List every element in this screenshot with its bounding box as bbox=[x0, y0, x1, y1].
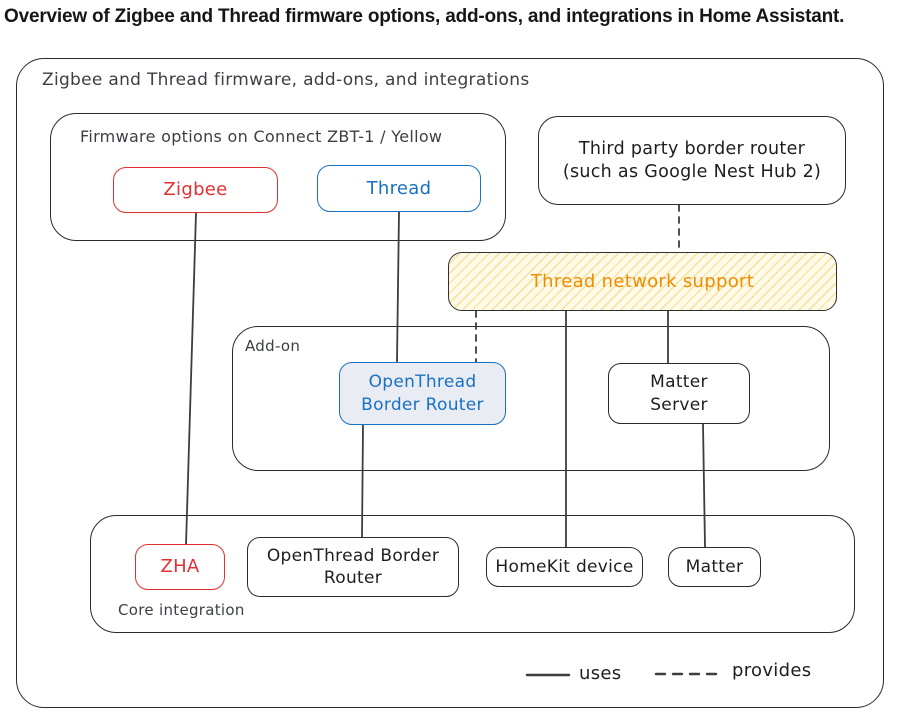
node-third-party-border-router: Third party border router (such as Googl… bbox=[538, 116, 846, 205]
addon-group-label: Add-on bbox=[245, 337, 301, 355]
page-title: Overview of Zigbee and Thread firmware o… bbox=[4, 6, 845, 27]
node-thread-network-support: Thread network support bbox=[448, 252, 837, 311]
outer-group-label: Zigbee and Thread firmware, add-ons, and… bbox=[42, 70, 530, 90]
outer-group-box bbox=[16, 58, 884, 708]
node-matter-server: Matter Server bbox=[608, 363, 750, 424]
node-zha-core: ZHA bbox=[135, 544, 225, 590]
legend-uses-label: uses bbox=[579, 663, 622, 684]
firmware-group-box bbox=[50, 113, 506, 241]
node-homekit-device-core: HomeKit device bbox=[486, 547, 643, 587]
node-otbr-core: OpenThread Border Router bbox=[247, 537, 459, 597]
node-otbr-addon: OpenThread Border Router bbox=[339, 362, 506, 425]
core-group-label: Core integration bbox=[118, 601, 245, 619]
legend-provides-label: provides bbox=[732, 660, 812, 681]
node-thread-firmware: Thread bbox=[317, 165, 481, 212]
node-zigbee-firmware: Zigbee bbox=[113, 167, 278, 213]
firmware-group-label: Firmware options on Connect ZBT-1 / Yell… bbox=[80, 127, 443, 146]
node-matter-core: Matter bbox=[668, 547, 761, 587]
addon-group-box bbox=[232, 326, 830, 471]
core-group-box bbox=[90, 515, 855, 633]
